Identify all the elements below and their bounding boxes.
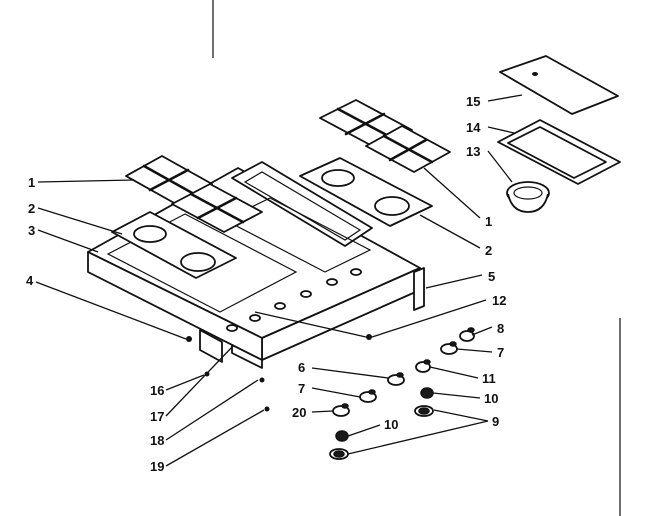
callout-1-right: 1 [485, 214, 492, 229]
leader-lines [35, 94, 523, 467]
callout-13: 13 [466, 144, 480, 159]
callout-7-left: 7 [298, 381, 305, 396]
griddle-cover [499, 55, 619, 115]
valve-hole-2 [249, 314, 261, 322]
screw-18 [259, 377, 265, 383]
right-burner-opening-front [374, 196, 410, 216]
washer-10b [335, 430, 349, 442]
callout-3: 3 [28, 223, 35, 238]
callout-11: 11 [482, 371, 496, 386]
callout-2-left: 2 [28, 201, 35, 216]
griddle-inner [507, 126, 607, 179]
screw-19 [264, 406, 270, 412]
valve-knob-20 [332, 403, 350, 417]
cooktop-center-well [223, 197, 372, 273]
valve-hole-5 [326, 278, 338, 286]
screw-4 [186, 336, 192, 342]
callout-18: 18 [150, 433, 164, 448]
washer-9b [329, 448, 349, 460]
right-grate-front-bar-2 [388, 138, 428, 162]
callout-10-left: 10 [384, 417, 398, 432]
washer-9a [414, 405, 434, 417]
callout-7-right: 7 [497, 345, 504, 360]
right-burner-opening-rear [321, 169, 355, 187]
left-burner-opening-front [180, 252, 216, 272]
valve-knob-11 [415, 359, 431, 373]
washer-10a [420, 387, 434, 399]
valve-hole-1 [226, 324, 238, 332]
valve-knob-7a [440, 341, 458, 355]
left-grate-rear-bar-2 [148, 168, 190, 192]
callout-19: 19 [150, 459, 164, 474]
right-grate-rear-bar-2 [344, 112, 386, 136]
valve-hole-3 [274, 302, 286, 310]
griddle-cover-body [499, 55, 619, 115]
cooktop-left-tab [199, 329, 223, 363]
callout-10-right: 10 [484, 391, 498, 406]
griddle-cover-hole [532, 72, 538, 76]
left-burner-opening-rear [133, 225, 167, 243]
valve-hole-4 [300, 290, 312, 298]
callout-5: 5 [488, 269, 495, 284]
callout-16: 16 [150, 383, 164, 398]
left-grate-front [171, 183, 263, 233]
callout-4: 4 [26, 273, 34, 288]
cooktop-back-recess [231, 161, 373, 247]
valve-hole-6 [350, 268, 362, 276]
left-burner-top-plate [111, 211, 237, 279]
valve-knob-8 [459, 327, 475, 342]
right-burner-top-plate [299, 157, 433, 227]
drip-bowl-inner [513, 186, 543, 200]
right-grate-front [365, 125, 451, 173]
griddle-plate [497, 119, 621, 185]
drip-bowl [506, 181, 550, 213]
callout-14: 14 [466, 120, 481, 135]
valve-knob-7b [359, 389, 377, 403]
cooktop-front-lip [231, 344, 263, 369]
screw-12 [366, 334, 372, 340]
side-bracket [413, 267, 425, 311]
cooktop-frame [87, 161, 421, 369]
callout-8: 8 [497, 321, 504, 336]
callout-12: 12 [492, 293, 506, 308]
callout-1-left: 1 [28, 175, 35, 190]
drip-bowl-body [507, 193, 549, 213]
callout-20: 20 [292, 405, 306, 420]
callout-labels: 1 2 3 4 1 2 5 12 15 14 13 8 7 11 10 9 6 … [26, 94, 506, 474]
callout-6: 6 [298, 360, 305, 375]
left-grate-rear [125, 155, 213, 205]
callout-15: 15 [466, 94, 480, 109]
callout-17: 17 [150, 409, 164, 424]
cooktop-back-recess-inner [243, 171, 362, 241]
left-grate-front-bar-2 [196, 196, 238, 220]
callout-9: 9 [492, 414, 499, 429]
valve-knob-6 [387, 372, 405, 386]
callout-2-right: 2 [485, 243, 492, 258]
